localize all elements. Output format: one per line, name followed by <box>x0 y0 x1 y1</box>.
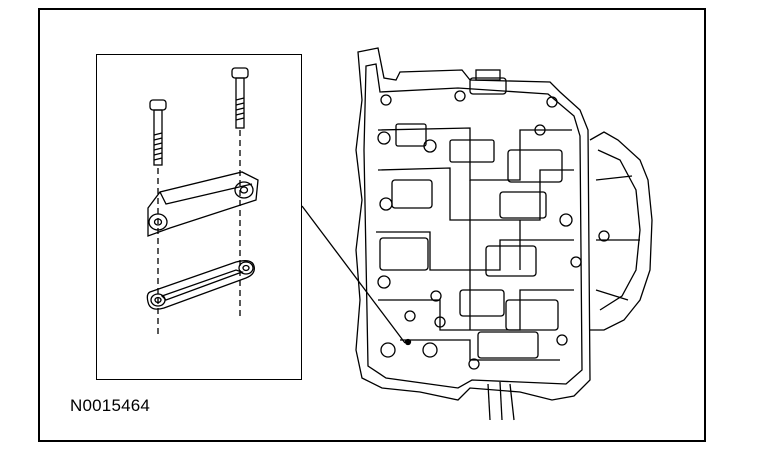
bolt-icon <box>149 99 167 166</box>
clamp-plate <box>147 171 259 237</box>
figure-id-label: N0015464 <box>70 396 151 415</box>
exploded-view-inset <box>96 54 302 380</box>
figure-frame <box>38 8 706 442</box>
leader-line <box>301 205 406 344</box>
gasket <box>146 260 255 310</box>
marker-dot <box>404 338 412 346</box>
bolt-icon <box>231 67 249 129</box>
valve-body-icon <box>355 47 653 421</box>
